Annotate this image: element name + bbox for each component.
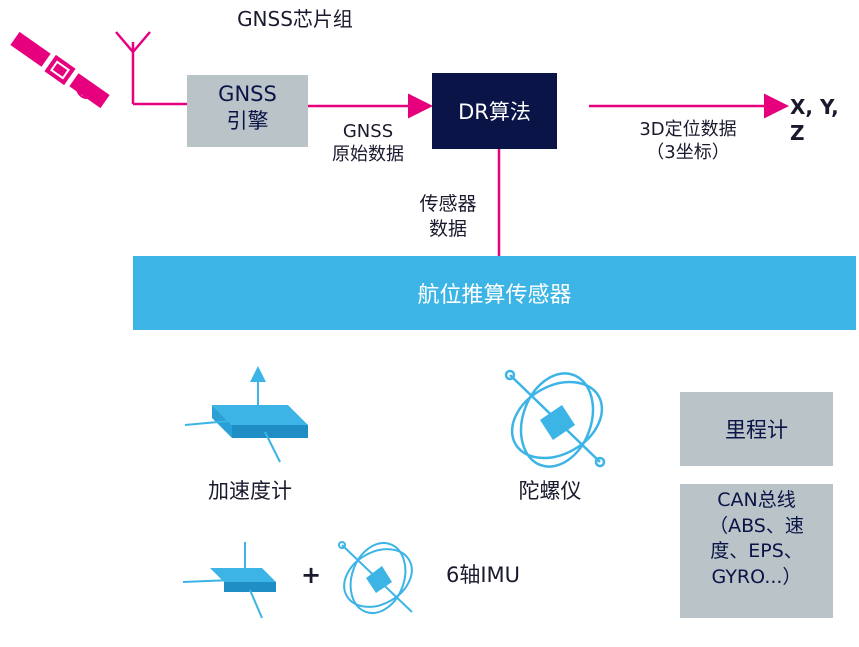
- can-line2: （ABS、速: [709, 514, 804, 537]
- accelerometer-icon-small: [182, 542, 276, 619]
- gnss-engine-line2: 引擎: [226, 109, 269, 134]
- accelerometer-label: 加速度计: [208, 479, 292, 503]
- dr-algorithm-box: DR算法: [432, 73, 557, 149]
- imu-plus-sign: +: [300, 561, 322, 589]
- output-description: 3D定位数据 （3坐标）: [628, 118, 748, 165]
- output-line2: （3坐标）: [646, 142, 730, 164]
- dr-sensors-bar-label: 航位推算传感器: [417, 283, 572, 308]
- accelerometer-icon: [184, 366, 308, 463]
- raw-data-line2: 原始数据: [332, 144, 404, 166]
- raw-data-label: GNSS 原始数据: [318, 120, 418, 167]
- chipset-title: GNSS芯片组: [237, 7, 353, 31]
- can-line3: 度、EPS、: [710, 540, 803, 563]
- dr-sensors-bar: 航位推算传感器: [133, 256, 856, 330]
- gyroscope-label: 陀螺仪: [518, 479, 582, 503]
- odometer-label: 里程计: [725, 418, 788, 442]
- gnss-engine-line1: GNSS: [218, 82, 277, 106]
- antenna-icon: [115, 31, 151, 104]
- dr-algorithm-label: DR算法: [458, 100, 531, 124]
- sensor-data-line1: 传感器: [419, 193, 477, 215]
- output-line1: 3D定位数据: [639, 119, 737, 140]
- satellite-icon: [10, 31, 110, 109]
- sensor-data-label: 传感器 数据: [408, 192, 488, 241]
- gnss-engine-box: GNSS 引擎: [187, 75, 308, 147]
- sensor-data-line2: 数据: [428, 217, 467, 240]
- can-line1: CAN总线: [717, 489, 796, 511]
- raw-data-line1: GNSS: [342, 121, 394, 142]
- output-xyz-label: X, Y, Z: [790, 95, 839, 145]
- can-bus-box: CAN总线 （ABS、速 度、EPS、 GYRO...）: [680, 484, 833, 618]
- odometer-box: 里程计: [680, 392, 833, 466]
- can-line4: GYRO...）: [711, 565, 802, 588]
- imu-label: 6轴IMU: [446, 563, 521, 587]
